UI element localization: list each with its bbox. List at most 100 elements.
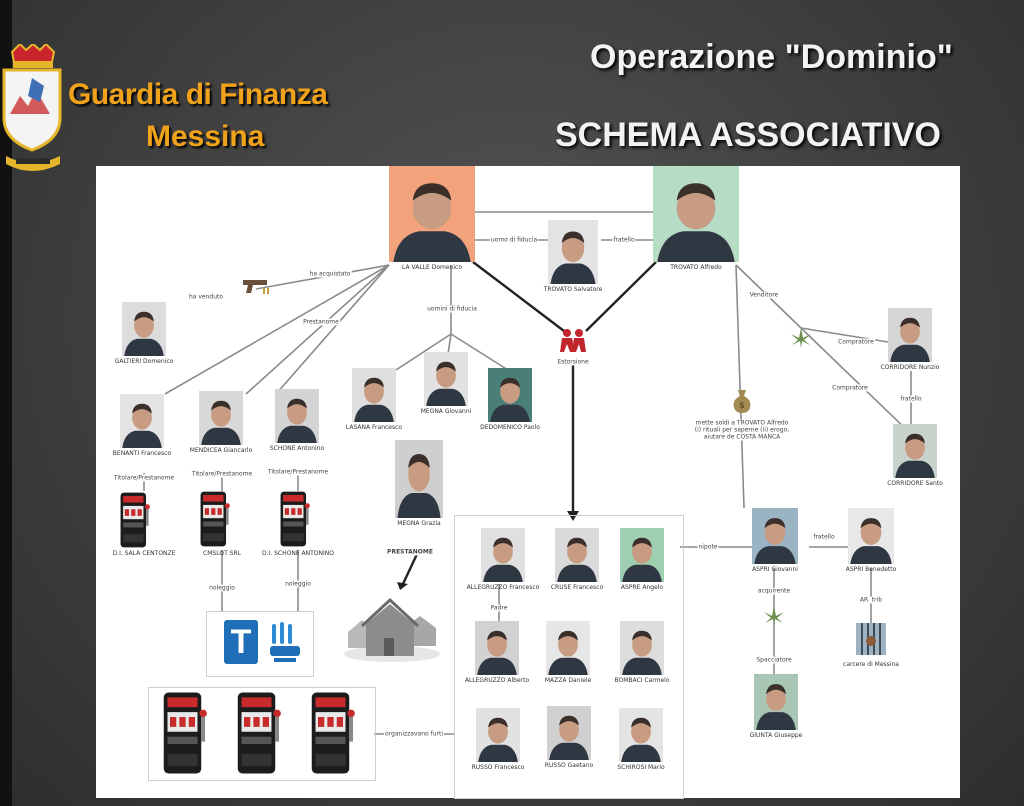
relation-label-compratore-2: Compratore bbox=[831, 384, 869, 392]
name-label-schone-antonino: SCHONE Antonino bbox=[269, 445, 325, 452]
operation-title: Operazione "Dominio" bbox=[590, 38, 953, 76]
person-silhouette-icon bbox=[657, 183, 735, 262]
slot-machine-icon bbox=[234, 690, 284, 776]
name-label-benanti-francesco: BENANTI Francesco bbox=[112, 450, 172, 457]
organization-name: Guardia di Finanza bbox=[68, 78, 328, 111]
relation-label-titolare-3: Titolare/Prestanome bbox=[266, 468, 330, 476]
photo-mazza-daniele bbox=[546, 621, 590, 675]
relation-label-padre: Padre bbox=[489, 604, 509, 612]
name-label-dedomenico-paolo: DEDOMENICO Paolo bbox=[480, 424, 540, 431]
photo-dedomenico-paolo bbox=[488, 368, 532, 422]
person-silhouette-icon bbox=[393, 183, 471, 262]
photo-galtieri-domenico bbox=[122, 302, 166, 356]
photo-allegruzzo-francesco bbox=[481, 528, 525, 582]
money-bag-icon: $ bbox=[733, 390, 751, 413]
relation-label-carcere: carcere di Messina bbox=[843, 661, 899, 668]
business-label-schone-antonino: D.I. SCHONE ANTONINO bbox=[262, 550, 334, 557]
group-box-arrestees bbox=[454, 515, 684, 799]
person-silhouette-icon bbox=[277, 398, 317, 443]
person-silhouette-icon bbox=[549, 715, 589, 760]
photo-allegruzzo-alberto bbox=[475, 621, 519, 675]
person-silhouette-icon bbox=[201, 400, 241, 445]
person-silhouette-icon bbox=[756, 684, 796, 730]
relation-label-ha-venduto: ha venduto bbox=[187, 293, 225, 301]
photo-russo-francesco bbox=[476, 708, 520, 762]
slot-machine-icon bbox=[198, 490, 232, 548]
name-label-allegruzzo-francesco: ALLEGRUZZO Francesco bbox=[466, 584, 540, 591]
relation-label-spacciatore: Spacciatore bbox=[755, 656, 793, 664]
business-label-cmslot: CMSLOT SRL bbox=[203, 550, 241, 557]
relation-label-estorsione: Estorsione bbox=[556, 358, 590, 366]
person-silhouette-icon bbox=[483, 537, 523, 582]
person-silhouette-icon bbox=[850, 518, 892, 564]
relation-label-noleggio-2: noleggio bbox=[284, 580, 312, 588]
slot-machine-icon bbox=[118, 491, 152, 549]
person-silhouette-icon bbox=[622, 630, 662, 675]
name-label-aspri-giovanni: ASPRI Giovanni bbox=[752, 566, 798, 573]
name-label-russo-francesco: RUSSO Francesco bbox=[471, 764, 525, 771]
relation-label-prestanome: Prestanome bbox=[302, 318, 340, 326]
extortion-icon bbox=[560, 329, 586, 352]
photo-giunta-giuseppe bbox=[754, 674, 798, 730]
relation-label-nipote: nipote bbox=[697, 543, 719, 551]
photo-aspri-benedetto bbox=[848, 508, 894, 564]
relation-label-arresto: AR. trib bbox=[858, 596, 884, 604]
person-silhouette-icon bbox=[124, 311, 164, 356]
name-label-lasana-francesco: LASANA Francesco bbox=[345, 424, 403, 431]
person-silhouette-icon bbox=[477, 630, 517, 675]
person-silhouette-icon bbox=[426, 361, 466, 406]
association-diagram: LA VALLE Domenico TROVATO Alfredo TROVAT… bbox=[96, 166, 960, 799]
photo-aspri-giovanni bbox=[752, 508, 798, 564]
photo-corridore-santo bbox=[893, 424, 937, 478]
photo-aspre-angelo bbox=[620, 528, 664, 582]
relation-label-noleggio-1: noleggio bbox=[208, 584, 236, 592]
svg-text:$: $ bbox=[739, 401, 745, 411]
name-label-corridore-santo: CORRIDORE Santo bbox=[887, 480, 943, 487]
name-label-mazza-daniele: MAZZA Daniele bbox=[544, 677, 592, 684]
diagram-subtitle: SCHEMA ASSOCIATIVO bbox=[555, 116, 941, 154]
slot-machine-icon bbox=[160, 690, 210, 776]
person-silhouette-icon bbox=[490, 377, 530, 422]
name-label-cruse-francesco: CRUSE Francesco bbox=[550, 584, 604, 591]
photo-trovato-alfredo bbox=[653, 166, 739, 262]
person-silhouette-icon bbox=[550, 231, 596, 284]
person-silhouette-icon bbox=[548, 630, 588, 675]
name-label-aspre-angelo: ASPRE Angelo bbox=[620, 584, 664, 591]
person-silhouette-icon bbox=[895, 433, 935, 478]
photo-mendicea-giancarlo bbox=[199, 391, 243, 445]
name-label-corridore-nunzio: CORRIDORE Nunzio bbox=[880, 364, 940, 371]
relation-label-acquirente: acquirente bbox=[756, 587, 792, 595]
person-silhouette-icon bbox=[354, 377, 394, 422]
name-label-bombaci-carmelo: BOMBACI Carmelo bbox=[614, 677, 670, 684]
name-label-giunta-giuseppe: GIUNTA Giuseppe bbox=[749, 732, 803, 739]
slot-machine-icon bbox=[308, 690, 358, 776]
relation-label-titolare-1: Titolare/Prestanome bbox=[112, 474, 176, 482]
relation-label-fratello: fratello bbox=[612, 236, 636, 244]
photo-la-valle-domenico bbox=[389, 166, 475, 262]
photo-schirosi-mario bbox=[619, 708, 663, 762]
logo-slot-icon bbox=[270, 622, 300, 662]
person-silhouette-icon bbox=[890, 317, 930, 362]
name-label-trovato-alfredo: TROVATO Alfredo bbox=[670, 264, 722, 271]
name-label-russo-gaetano: RUSSO Gaetano bbox=[544, 762, 594, 769]
name-label-galtieri-domenico: GALTIERI Domenico bbox=[114, 358, 174, 365]
name-label-aspri-benedetto: ASPRI Benedetto bbox=[845, 566, 897, 573]
cannabis-icon bbox=[791, 328, 811, 348]
person-silhouette-icon bbox=[397, 454, 441, 518]
group-box-logos bbox=[206, 611, 314, 677]
photo-russo-gaetano bbox=[547, 706, 591, 760]
photo-corridore-nunzio bbox=[888, 308, 932, 362]
name-label-schirosi-mario: SCHIROSI Mario bbox=[617, 764, 665, 771]
prison-icon bbox=[856, 623, 886, 655]
name-label-trovato-salvatore: TROVATO Salvatore bbox=[543, 286, 603, 293]
relation-label-organizzavano-furti: organizzavano furti bbox=[384, 730, 444, 738]
person-silhouette-icon bbox=[622, 537, 662, 582]
group-box-slot-machines bbox=[148, 687, 376, 781]
person-silhouette-icon bbox=[122, 403, 162, 448]
photo-lasana-francesco bbox=[352, 368, 396, 422]
crest-icon bbox=[2, 44, 62, 171]
logo-t-icon: T bbox=[224, 620, 258, 664]
person-silhouette-icon bbox=[478, 717, 518, 762]
person-silhouette-icon bbox=[621, 717, 661, 762]
